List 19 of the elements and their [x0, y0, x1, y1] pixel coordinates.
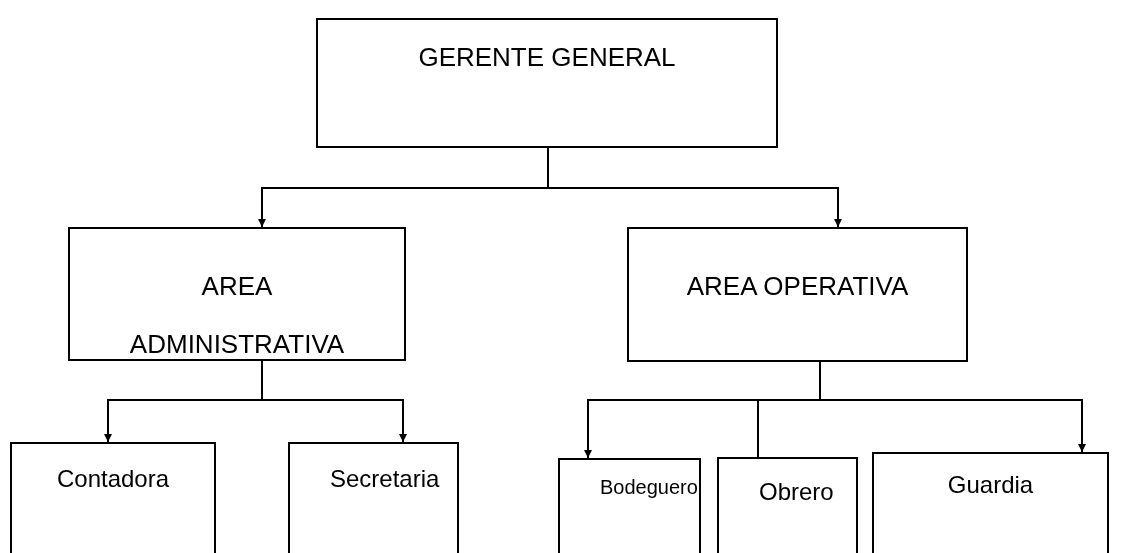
position-box — [872, 452, 1109, 553]
position-title: AREA OPERATIVA — [685, 270, 910, 303]
position-title: Secretaria — [329, 464, 441, 494]
arrow — [819, 361, 1086, 453]
position-box — [717, 457, 858, 553]
position-box — [627, 227, 968, 362]
position-box — [558, 458, 701, 553]
position-box — [288, 442, 459, 553]
position-title: Bodeguero — [599, 475, 699, 500]
position-title: Contadora — [55, 464, 171, 494]
arrow — [547, 147, 842, 228]
position-box — [68, 227, 406, 361]
position-title: Obrero — [758, 477, 835, 507]
position-title: AREA ADMINISTRATIVA — [128, 270, 346, 361]
position-box — [316, 18, 778, 148]
position-title: Guardia — [946, 470, 1035, 500]
position-box — [10, 442, 216, 553]
arrow — [261, 360, 407, 443]
position-title: GERENTE GENERAL — [417, 42, 677, 72]
